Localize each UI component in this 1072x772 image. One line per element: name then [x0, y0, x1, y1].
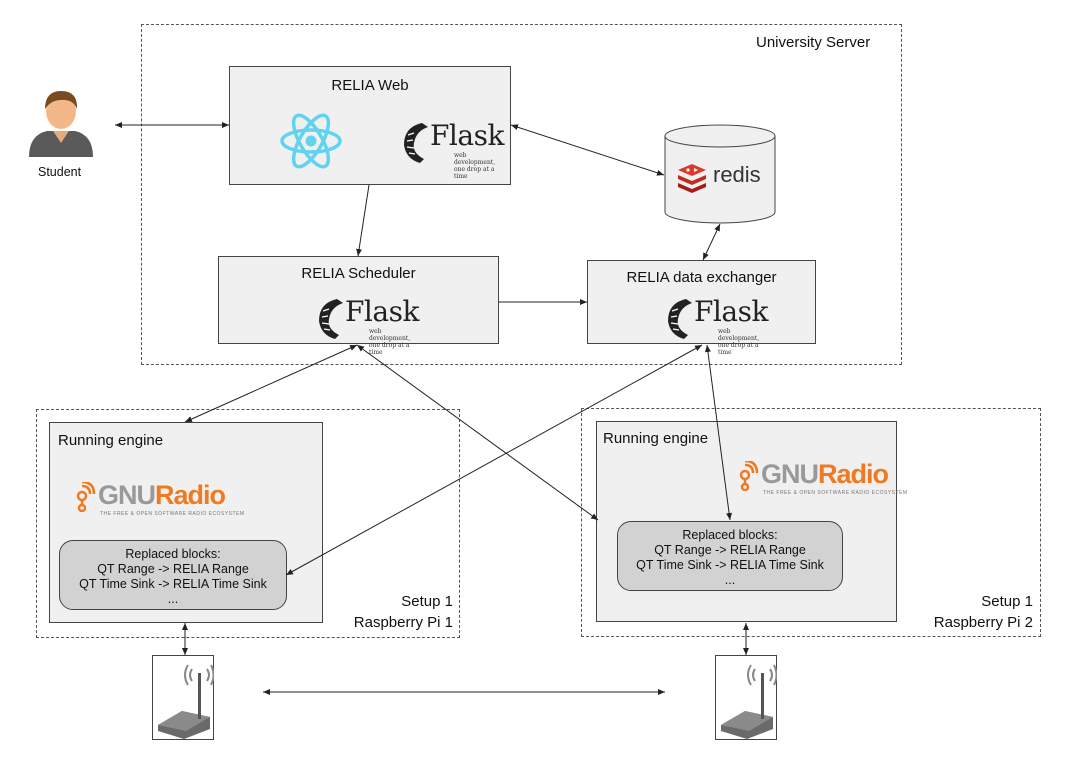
- arrow-web-scheduler: [356, 184, 370, 257]
- flask-word: Flask: [430, 119, 504, 152]
- sdr-device-2: [715, 655, 778, 740]
- student-label: Student: [38, 165, 82, 179]
- university-server-label: University Server: [756, 34, 871, 51]
- redis-database: redis: [664, 124, 776, 224]
- redis-icon: [678, 164, 706, 193]
- relia-scheduler-title: RELIA Scheduler: [301, 265, 416, 282]
- replaced-block-line: QT Time Sink -> RELIA Time Sink: [79, 577, 267, 591]
- relia-scheduler-box: RELIA Scheduler Flask web development,on…: [218, 256, 499, 356]
- relia-data-exchanger-title: RELIA data exchanger: [626, 269, 777, 286]
- gnuradio-tagline: THE FREE & OPEN SOFTWARE RADIO ECOSYSTEM: [100, 511, 245, 517]
- student-avatar: [25, 85, 97, 157]
- react-icon: [280, 113, 342, 169]
- replaced-blocks-title: Replaced blocks:: [125, 547, 221, 561]
- user-icon: [29, 91, 93, 157]
- flask-tagline: web development,one drop at a time: [454, 152, 496, 180]
- gnuradio-wave-icon: [76, 482, 96, 512]
- gnuradio-word: GNURadio: [761, 459, 889, 489]
- arrow-scheduler-engine1: [184, 344, 358, 423]
- redis-label: redis: [713, 162, 761, 187]
- arrow-exchanger-replaced2: [704, 344, 733, 521]
- flask-word: Flask: [345, 295, 419, 328]
- gnuradio-tagline: THE FREE & OPEN SOFTWARE RADIO ECOSYSTEM: [763, 490, 908, 496]
- arrow-scheduler-engine2: [356, 344, 599, 521]
- relia-web-box: RELIA Web Flask web development,one drop…: [229, 66, 511, 185]
- relia-data-exchanger-box: RELIA data exchanger Flask web developme…: [587, 260, 816, 356]
- arrow-web-redis: [510, 124, 665, 176]
- replaced-block-line: QT Range -> RELIA Range: [97, 562, 249, 576]
- arrow-exchanger-replaced1: [285, 344, 703, 576]
- arrow-redis-exchanger: [702, 223, 721, 261]
- flask-logo: Flask web development,one drop at a time: [400, 119, 504, 180]
- react-logo: [280, 110, 342, 172]
- gnuradio-logo: GNURadio THE FREE & OPEN SOFTWARE RADIO …: [76, 480, 244, 524]
- flask-horn-icon: [319, 299, 343, 339]
- gnuradio-wave-icon: [739, 461, 759, 491]
- flask-horn-icon: [668, 299, 692, 339]
- sdr-device-1: [152, 655, 215, 740]
- setup1-running-engine-box: Running engine GNURadio THE FREE & OPEN …: [49, 422, 323, 623]
- replaced-blocks-title: Replaced blocks:: [682, 528, 778, 542]
- flask-logo: Flask web development,one drop at a time: [664, 295, 768, 356]
- sdr-device-icon: [152, 655, 215, 740]
- relia-web-title: RELIA Web: [331, 77, 409, 94]
- gnuradio-logo: GNURadio THE FREE & OPEN SOFTWARE RADIO …: [739, 459, 907, 503]
- flask-horn-icon: [404, 123, 428, 163]
- replaced-block-line: ...: [724, 573, 736, 587]
- database-cylinder: [664, 124, 776, 224]
- setup1-engine-title: Running engine: [58, 432, 164, 449]
- setup1-label: Setup 1 Raspberry Pi 1: [353, 593, 453, 631]
- setup2-label: Setup 1 Raspberry Pi 2: [933, 593, 1033, 631]
- setup1-replaced-blocks: Replaced blocks: QT Range -> RELIA Range…: [59, 540, 287, 610]
- flask-word: Flask: [694, 295, 768, 328]
- sdr-device-icon: [715, 655, 778, 740]
- replaced-block-line: ...: [167, 592, 179, 606]
- gnuradio-word: GNURadio: [98, 480, 226, 510]
